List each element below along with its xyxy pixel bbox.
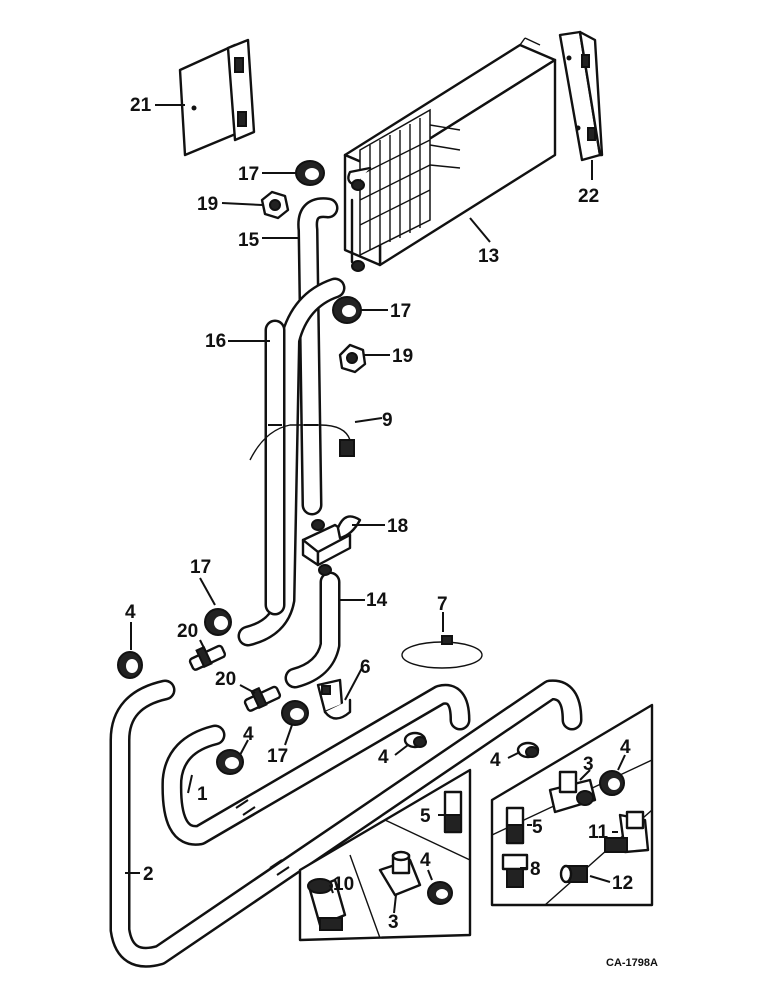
hose-clamp-4-inset-right [599,770,625,796]
hose-clamp-4-b [516,741,540,759]
callout-6: 6 [360,657,371,678]
hose-15 [297,197,339,516]
elbow-fitting-11 [604,810,650,854]
callout-8: 8 [530,859,541,880]
leader-lines [125,104,626,914]
callout-2: 2 [143,864,154,885]
callout-18: 18 [387,516,408,537]
pipe-nipple-5-center [443,790,463,834]
hose-connector-20-lower [243,685,282,712]
callout-4: 4 [620,737,631,758]
hose-16 [237,277,346,647]
callout-20: 20 [177,621,198,642]
nut-19-mid [338,343,367,374]
hose-clamp-17-top [295,160,325,186]
elbow-fitting-10 [307,878,347,931]
callout-11: 11 [588,822,609,843]
inset-panel-center [298,768,472,942]
hose-clamp-4-a [403,731,427,749]
callout-12: 12 [612,873,633,894]
hose-clamp-17-mid [332,296,362,324]
hose-support-strap [249,424,355,461]
hose-clamp-17-bottom [281,700,309,726]
mounting-bracket-right [558,30,604,162]
inset-panel-right [490,703,654,907]
hose-connector-20-upper [188,644,227,671]
callout-1: 1 [197,784,208,805]
callout-4: 4 [125,602,136,623]
callout-5: 5 [532,817,543,838]
hose-bracket-6 [316,678,352,720]
shut-off-valve [301,515,362,576]
callout-5: 5 [420,806,431,827]
callout-22: 22 [578,186,599,207]
callout-3: 3 [388,912,399,933]
callout-20: 20 [215,669,236,690]
callout-16: 16 [205,331,226,352]
callout-17: 17 [190,557,211,578]
plug-12 [559,864,588,884]
hose-1 [161,683,471,846]
hose-14 [284,571,341,689]
mounting-bracket-left [178,38,256,157]
callout-7: 7 [437,594,448,615]
callout-10: 10 [333,874,354,895]
callout-3: 3 [583,754,594,775]
heater-core [343,37,557,272]
nut-19-top [260,190,290,220]
callout-17: 17 [390,301,411,322]
callout-21: 21 [130,95,152,116]
callout-4: 4 [243,724,254,745]
callout-13: 13 [478,246,499,267]
callout-17: 17 [238,164,259,185]
callout-19: 19 [392,346,413,367]
callout-labels: 21 22 13 17 19 15 17 19 16 9 18 17 14 4 … [125,95,633,933]
hose-clamp-4-inset [427,881,453,905]
callout-9: 9 [382,410,393,431]
callout-19: 19 [197,194,218,215]
callout-4: 4 [378,747,389,768]
pipe-nipple-5-right [505,806,525,845]
callout-4: 4 [490,750,501,771]
callout-15: 15 [238,230,260,251]
hose-clamp-4-left [117,651,143,679]
hose-2 [109,679,583,968]
diagram-code: CA-1798A [606,957,658,969]
reducer-bushing-8 [501,853,529,888]
callout-4: 4 [420,850,431,871]
callout-17: 17 [267,746,288,767]
callout-14: 14 [366,590,388,611]
heater-core-fins [359,108,461,257]
tee-fitting-3-right [548,770,597,814]
hose-clamp-4-center [216,749,244,775]
wire-strap-7 [401,635,483,669]
hose-clamp-17-lower [204,608,232,636]
tee-fitting-3-center [378,850,422,897]
